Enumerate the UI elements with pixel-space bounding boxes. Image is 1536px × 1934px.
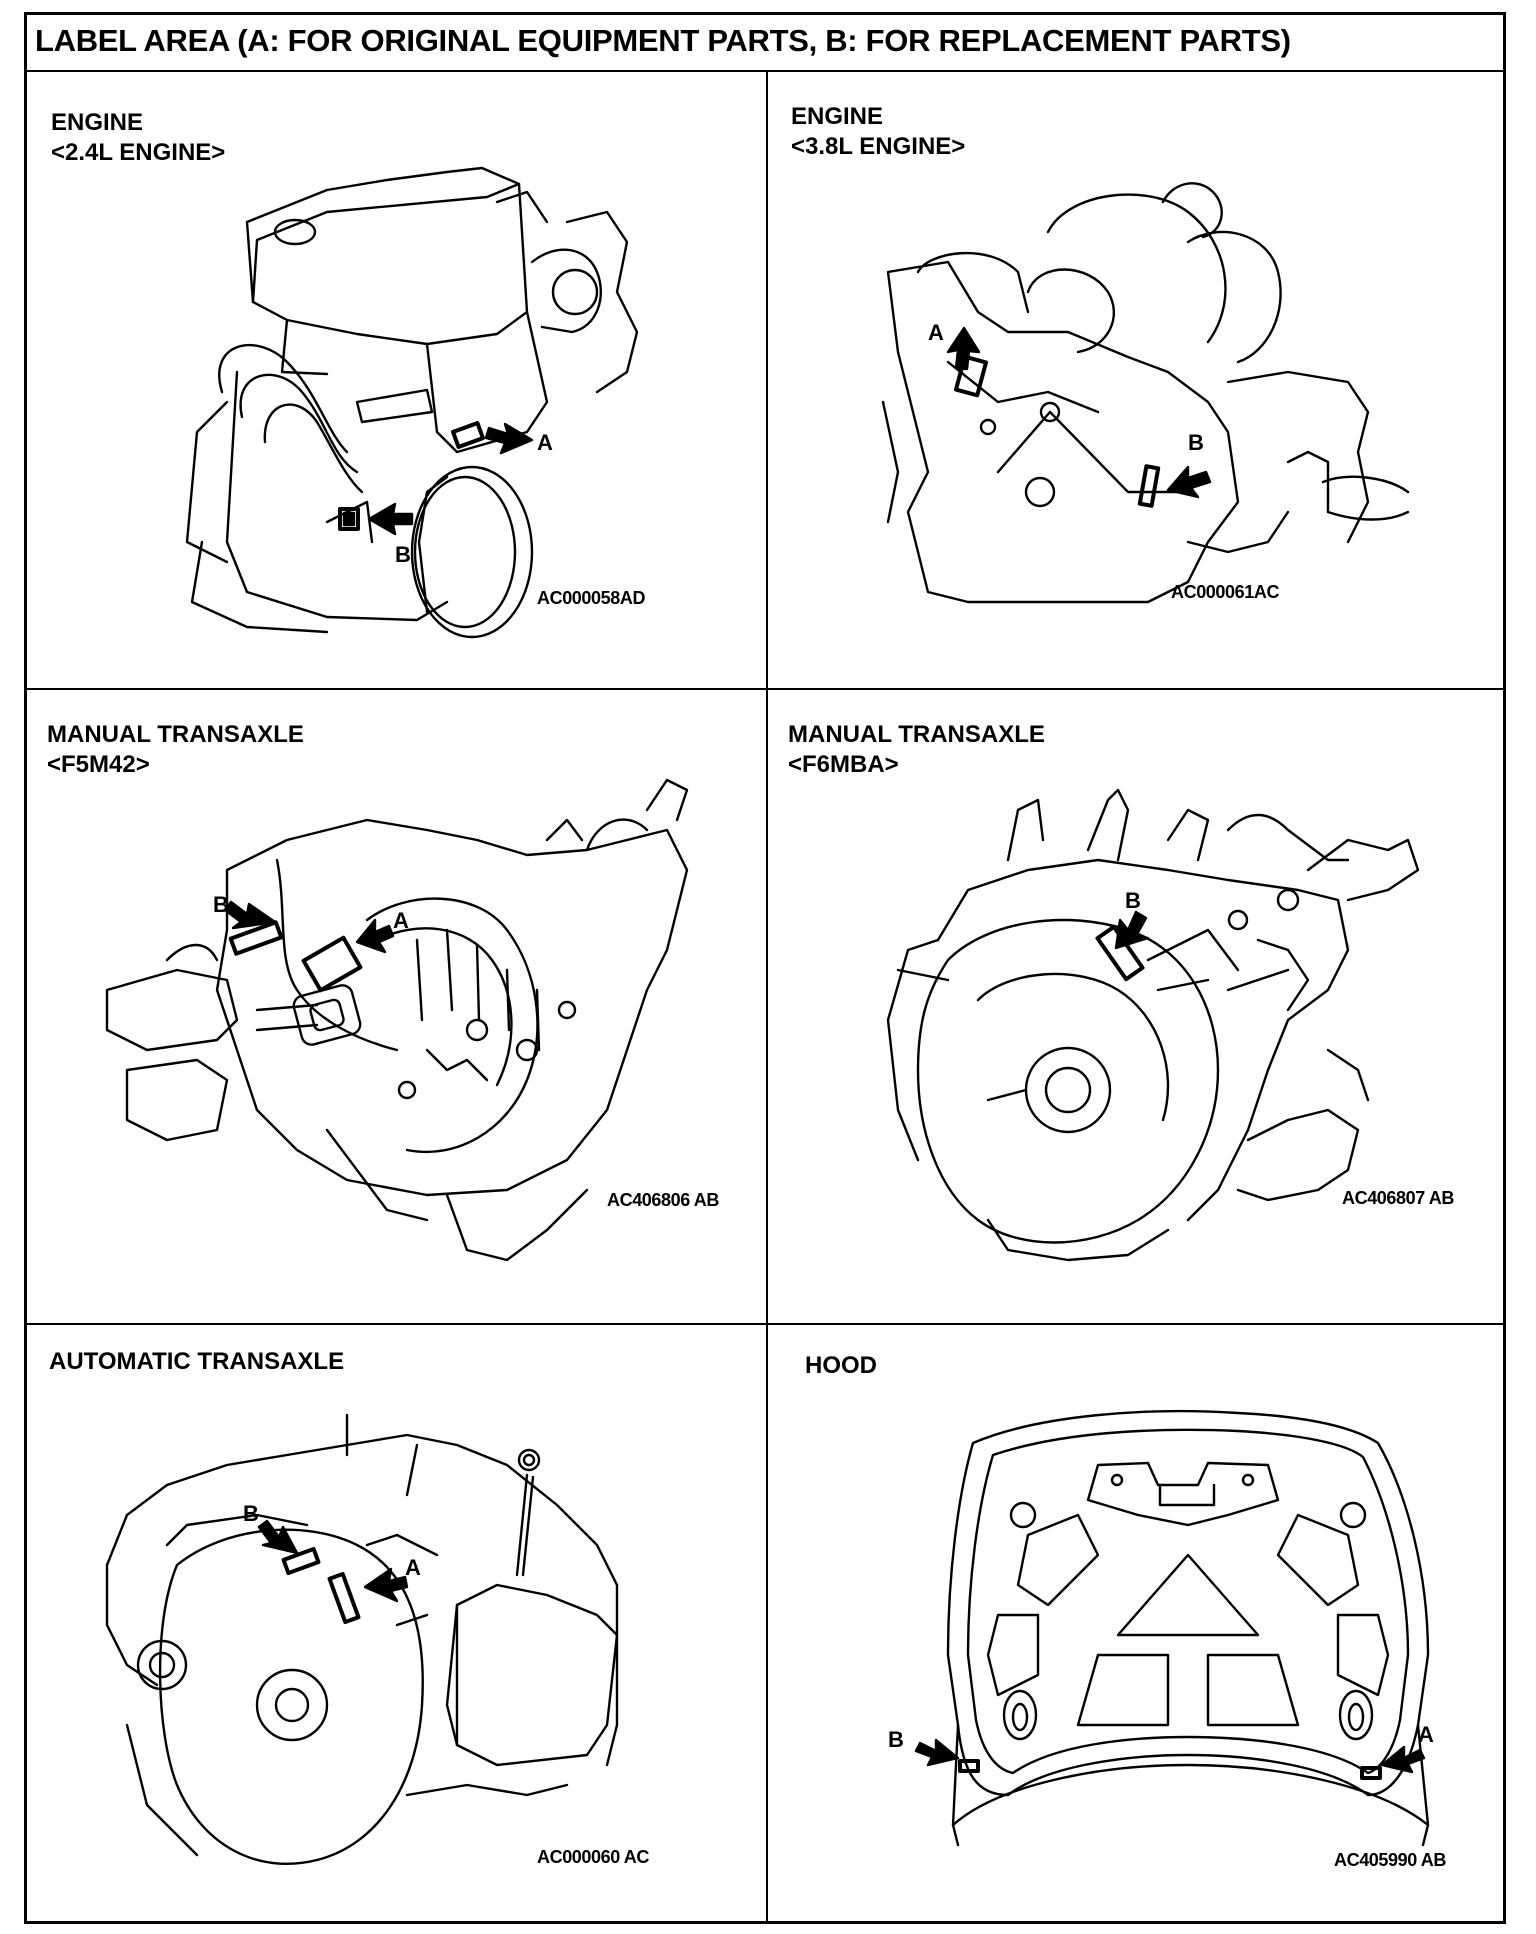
marker-a: A bbox=[928, 320, 944, 345]
panel-manual-transaxle-f6mba: MANUAL TRANSAXLE <F6MBA> bbox=[768, 690, 1503, 1323]
marker-b: B bbox=[395, 542, 411, 567]
divider-vertical bbox=[766, 72, 768, 1921]
panel-engine-3-8l: ENGINE <3.8L ENGINE> bbox=[768, 72, 1503, 688]
figure-code: AC000058AD bbox=[537, 588, 646, 608]
figure-code: AC406807 AB bbox=[1342, 1188, 1454, 1208]
marker-a: A bbox=[405, 1555, 421, 1580]
panel-subtitle: <F5M42> bbox=[47, 751, 150, 778]
header: LABEL AREA (A: FOR ORIGINAL EQUIPMENT PA… bbox=[27, 15, 1503, 72]
marker-b: B bbox=[888, 1727, 904, 1752]
marker-a: A bbox=[393, 908, 409, 933]
panel-title: MANUAL TRANSAXLE bbox=[788, 721, 1045, 748]
marker-a: A bbox=[1418, 1722, 1434, 1747]
panel-subtitle: <3.8L ENGINE> bbox=[791, 133, 966, 160]
panel-grid: ENGINE <2.4L ENGINE> bbox=[27, 72, 1503, 1921]
page-title: LABEL AREA (A: FOR ORIGINAL EQUIPMENT PA… bbox=[35, 23, 1291, 58]
divider-horizontal-2 bbox=[27, 1323, 1503, 1325]
figure-code: AC000060 AC bbox=[537, 1847, 649, 1867]
panel-manual-transaxle-f5m42: MANUAL TRANSAXLE <F5M42> bbox=[27, 690, 766, 1323]
figure-code: AC406806 AB bbox=[607, 1190, 719, 1210]
panel-title: AUTOMATIC TRANSAXLE bbox=[49, 1348, 345, 1375]
transaxle-f5m42-drawing: B A bbox=[105, 778, 689, 1262]
figure-code: AC405990 AB bbox=[1334, 1850, 1446, 1870]
figure-code: AC000061AC bbox=[1171, 582, 1280, 602]
marker-b: B bbox=[213, 892, 229, 917]
automatic-transaxle-drawing: B A bbox=[105, 1413, 619, 1865]
marker-b: B bbox=[243, 1501, 259, 1526]
panel-hood: HOOD bbox=[768, 1325, 1503, 1921]
panel-title: ENGINE bbox=[791, 103, 884, 130]
panel-subtitle: <F6MBA> bbox=[788, 751, 899, 778]
panel-title: HOOD bbox=[805, 1352, 877, 1379]
panel-title: ENGINE bbox=[51, 109, 144, 136]
panel-subtitle: <2.4L ENGINE> bbox=[51, 139, 226, 166]
panel-automatic-transaxle: AUTOMATIC TRANSAXLE bbox=[27, 1325, 766, 1921]
transaxle-f6mba-drawing: B bbox=[886, 788, 1420, 1262]
engine-2-4l-drawing: A B bbox=[185, 166, 639, 639]
panel-engine-2-4l: ENGINE <2.4L ENGINE> bbox=[27, 72, 766, 688]
marker-b: B bbox=[1125, 888, 1141, 913]
divider-horizontal-1 bbox=[27, 688, 1503, 690]
marker-b: B bbox=[1188, 430, 1204, 455]
marker-a: A bbox=[537, 430, 553, 455]
engine-3-8l-drawing: A B bbox=[881, 182, 1410, 604]
hood-drawing: B A bbox=[888, 1409, 1434, 1847]
label-area-sheet: LABEL AREA (A: FOR ORIGINAL EQUIPMENT PA… bbox=[24, 12, 1506, 1924]
panel-title: MANUAL TRANSAXLE bbox=[47, 721, 304, 748]
